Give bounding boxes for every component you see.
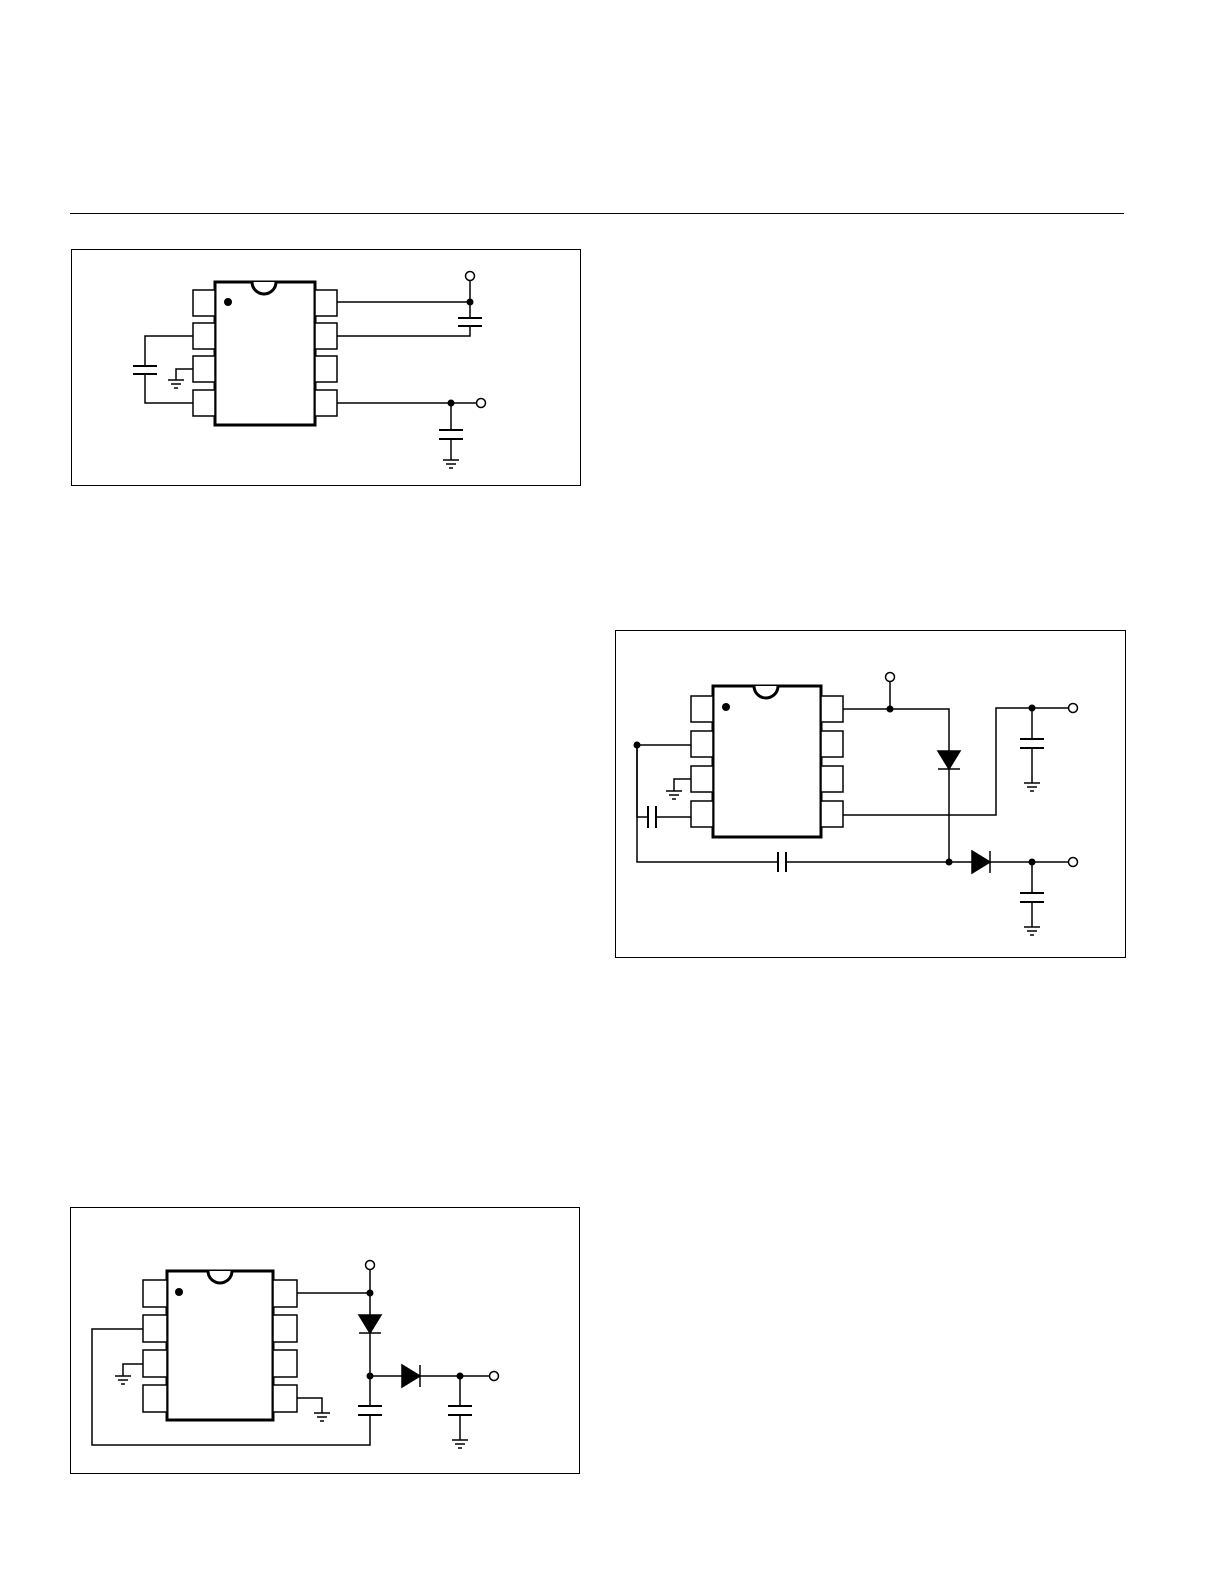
capacitor-left <box>133 335 193 404</box>
ground-symbol-left <box>115 1363 143 1385</box>
ic-pins <box>690 695 844 828</box>
schematic-2 <box>633 671 1079 936</box>
supply-terminal <box>884 671 896 683</box>
ic-chip <box>165 1269 275 1422</box>
output-terminal <box>475 397 487 409</box>
ic-chip <box>213 280 317 427</box>
supply-capacitor <box>337 270 482 337</box>
ground-symbol <box>168 368 193 389</box>
positive-output-terminal <box>1067 702 1079 714</box>
supply-diode-chain <box>297 1259 500 1449</box>
diode-vertical <box>357 1314 383 1335</box>
ground-symbol-right <box>297 1397 330 1422</box>
ground-symbol <box>666 778 691 800</box>
header-rule <box>70 213 1124 214</box>
schematic-3 <box>91 1259 500 1449</box>
diode-horizontal <box>401 1363 422 1389</box>
positive-output-network <box>843 702 1079 816</box>
output-terminal <box>488 1370 500 1382</box>
circuit-figure-1 <box>71 249 581 486</box>
diode-horizontal <box>971 849 992 875</box>
circuit-figure-2 <box>615 630 1126 958</box>
negative-output-terminal <box>1067 856 1079 868</box>
supply-diode-chain <box>843 671 1079 936</box>
output-capacitor <box>337 397 487 469</box>
circuit-figure-3 <box>70 1207 580 1474</box>
pin2-network <box>633 741 949 872</box>
ic-pins <box>142 1279 298 1413</box>
ic-pins <box>192 289 338 417</box>
diode-vertical <box>936 750 962 771</box>
supply-terminal <box>464 270 476 282</box>
schematic-1 <box>133 270 487 469</box>
pin2-loop <box>91 1328 371 1446</box>
ic-chip <box>711 684 823 839</box>
supply-terminal <box>364 1259 376 1271</box>
